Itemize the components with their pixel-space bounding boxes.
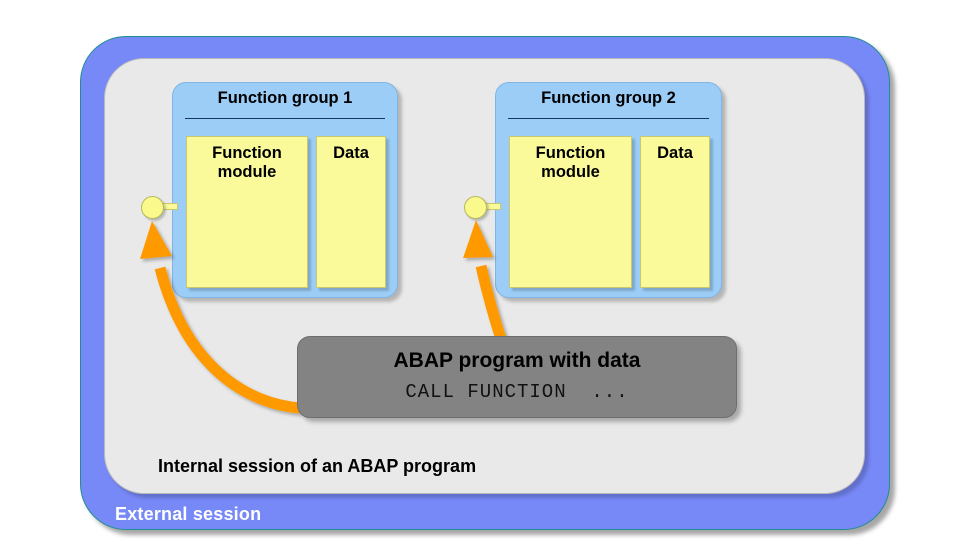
function-group-1-box: Function group 1 Function module Data [172, 82, 398, 298]
function-module-2-label: Function module [510, 144, 631, 182]
function-module-2-label-line2: module [541, 163, 600, 181]
function-group-2-title: Function group 2 [541, 89, 676, 107]
function-group-1-title: Function group 1 [217, 89, 353, 107]
function-module-2-label-line1: Function [535, 144, 606, 162]
function-module-1-entry-point-icon [141, 196, 164, 219]
function-module-1-label: Function module [187, 144, 307, 182]
function-module-2-entry-point-icon [464, 196, 487, 219]
function-group-2-box: Function group 2 Function module Data [495, 82, 722, 298]
function-module-1-box: Function module [186, 136, 308, 288]
abap-program-code: CALL FUNCTION ... [405, 381, 629, 403]
data-1-box: Data [316, 136, 386, 288]
data-2-label: Data [657, 144, 693, 162]
abap-program-title: ABAP program with data [393, 349, 641, 372]
data-1-label: Data [333, 144, 369, 162]
internal-session-label: Internal session of an ABAP program [158, 456, 477, 476]
function-module-1-label-line1: Function [212, 144, 282, 162]
function-group-1-divider [185, 118, 385, 119]
abap-program-box: ABAP program with data CALL FUNCTION ... [297, 336, 737, 418]
function-module-2-box: Function module [509, 136, 632, 288]
function-module-1-label-line2: module [217, 163, 277, 181]
external-session-label: External session [115, 504, 262, 524]
function-group-2-divider [508, 118, 709, 119]
data-2-box: Data [640, 136, 710, 288]
